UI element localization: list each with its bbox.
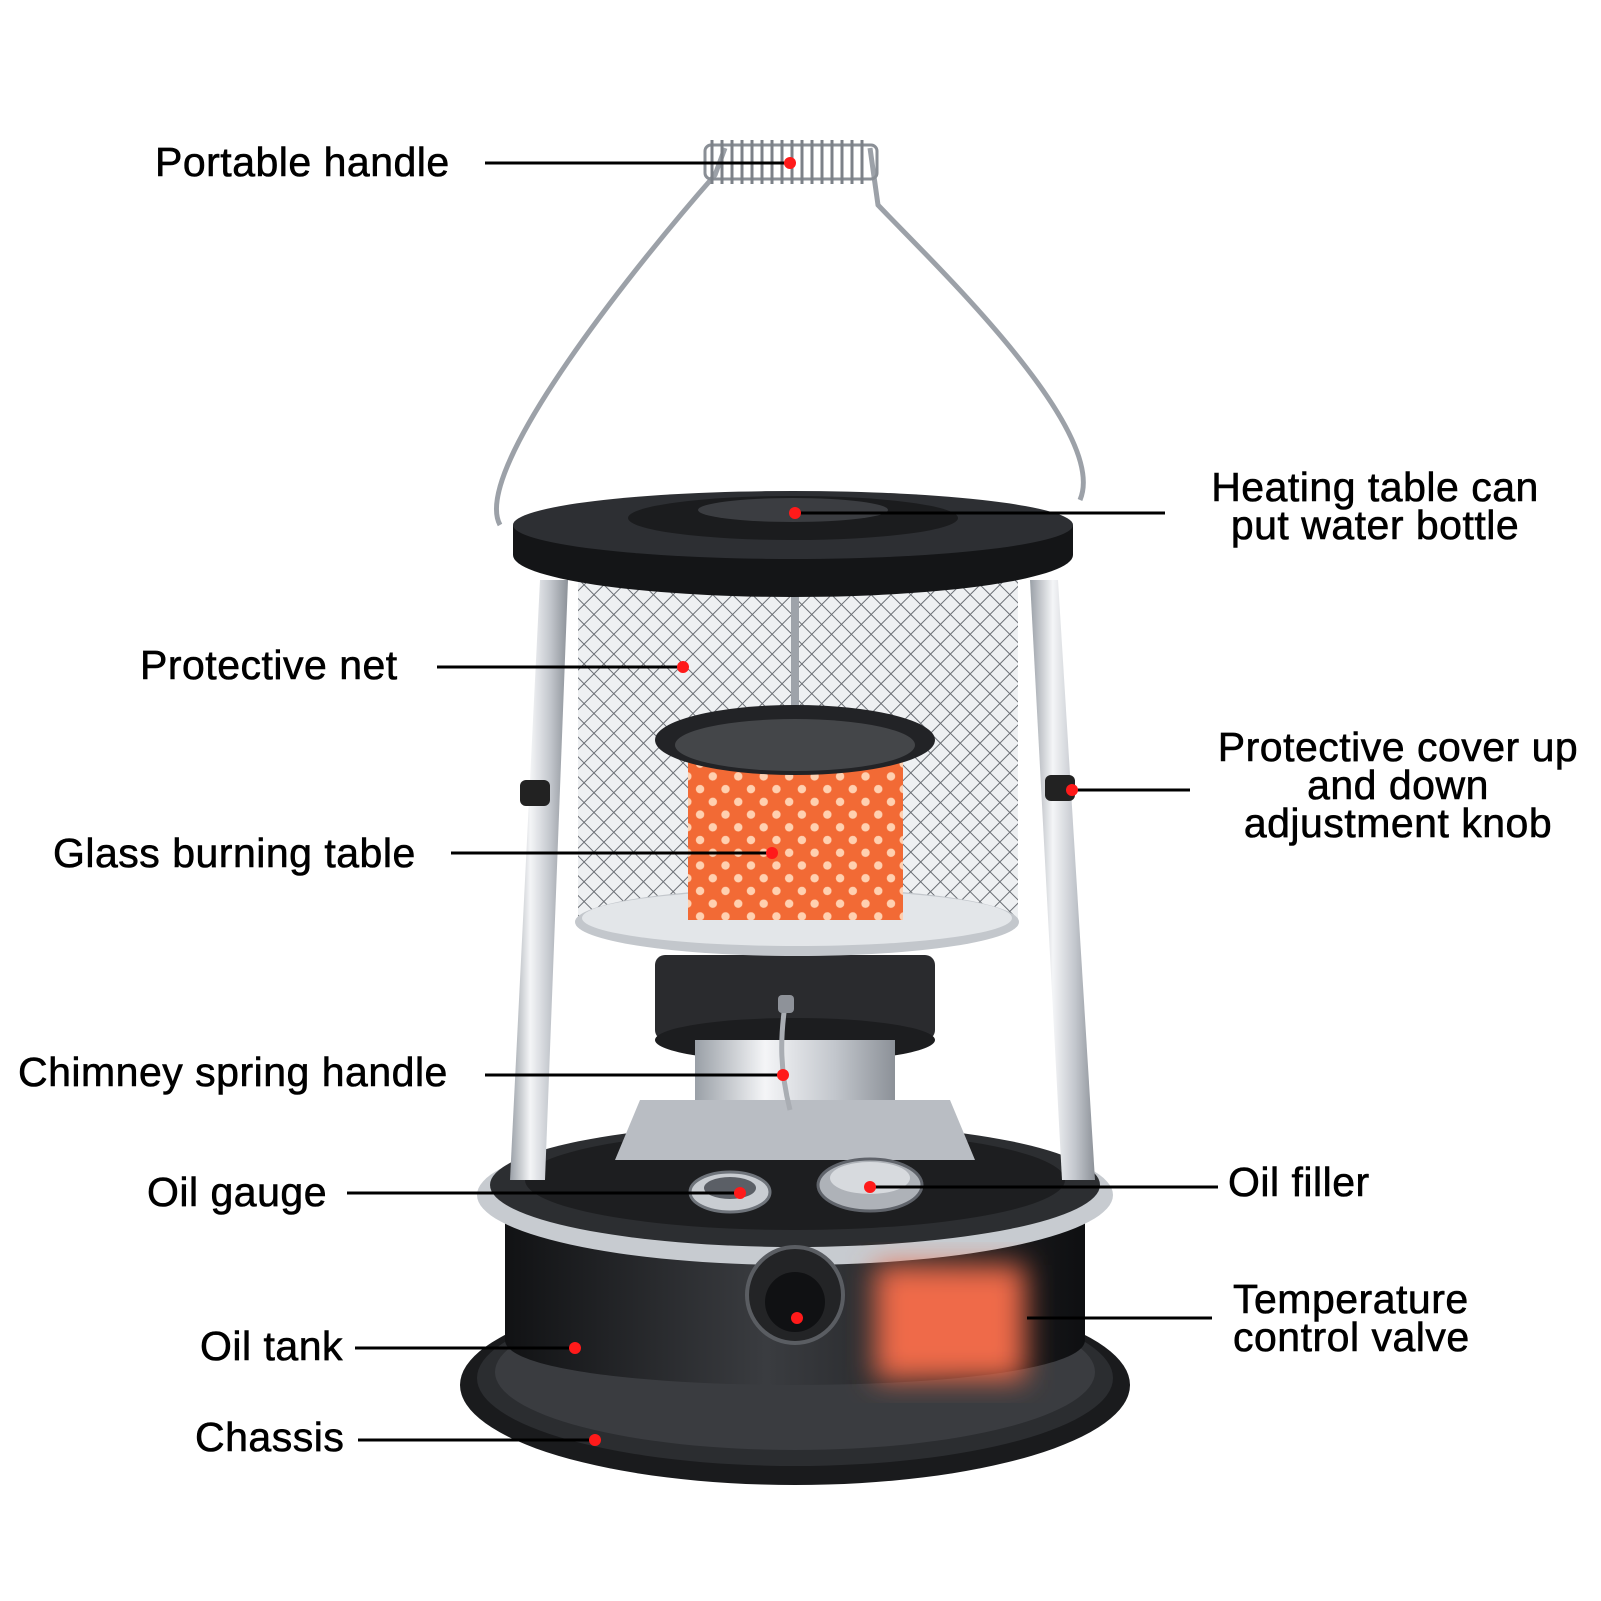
label-chimney-spring-handle: Chimney spring handle — [18, 1049, 448, 1095]
label-chassis: Chassis — [195, 1414, 345, 1460]
dot-glass-burning-table — [766, 847, 778, 859]
label-adjustment-knob-line2: and down — [1307, 762, 1489, 808]
label-glass-burning-table: Glass burning table — [53, 830, 416, 876]
label-heating-table-line1: Heating table can — [1211, 464, 1539, 510]
label-heating-table: Heating table can put water bottle — [1185, 464, 1565, 548]
dot-portable-handle — [784, 157, 796, 169]
chimney-part — [615, 955, 975, 1160]
label-temperature-control-valve-line2: control valve — [1233, 1314, 1470, 1360]
support-legs — [510, 580, 1095, 1180]
label-temperature-control-valve-line1: Temperature — [1233, 1276, 1469, 1322]
label-adjustment-knob-line3: adjustment knob — [1243, 800, 1553, 846]
label-portable-handle: Portable handle — [155, 139, 450, 185]
dot-chimney-spring-handle — [777, 1069, 789, 1081]
label-adjustment-knob-line1: Protective cover up — [1217, 724, 1579, 770]
dot-protective-net — [677, 661, 689, 673]
label-protective-net: Protective net — [140, 642, 398, 688]
temperature-valve-part — [745, 1245, 1025, 1380]
label-heating-table-line2: put water bottle — [1230, 502, 1520, 548]
label-oil-gauge: Oil gauge — [147, 1169, 328, 1215]
dot-oil-filler — [864, 1181, 876, 1193]
dot-temperature-control-valve — [791, 1312, 803, 1324]
dot-oil-gauge — [734, 1187, 746, 1199]
dot-heating-table — [789, 507, 801, 519]
heating-table-part — [513, 491, 1073, 597]
marker-dots — [569, 157, 1078, 1446]
dot-adjustment-knob — [1066, 784, 1078, 796]
dot-oil-tank — [569, 1342, 581, 1354]
leader-lines — [347, 161, 1218, 1442]
glass-burning-table-part — [655, 705, 935, 920]
label-temperature-control-valve: Temperature control valve — [1233, 1276, 1470, 1360]
dot-chassis — [589, 1434, 601, 1446]
label-adjustment-knob: Protective cover up and down adjustment … — [1198, 724, 1598, 846]
label-oil-filler: Oil filler — [1228, 1159, 1370, 1205]
portable-handle-part — [494, 140, 1086, 527]
label-oil-tank: Oil tank — [200, 1323, 343, 1369]
